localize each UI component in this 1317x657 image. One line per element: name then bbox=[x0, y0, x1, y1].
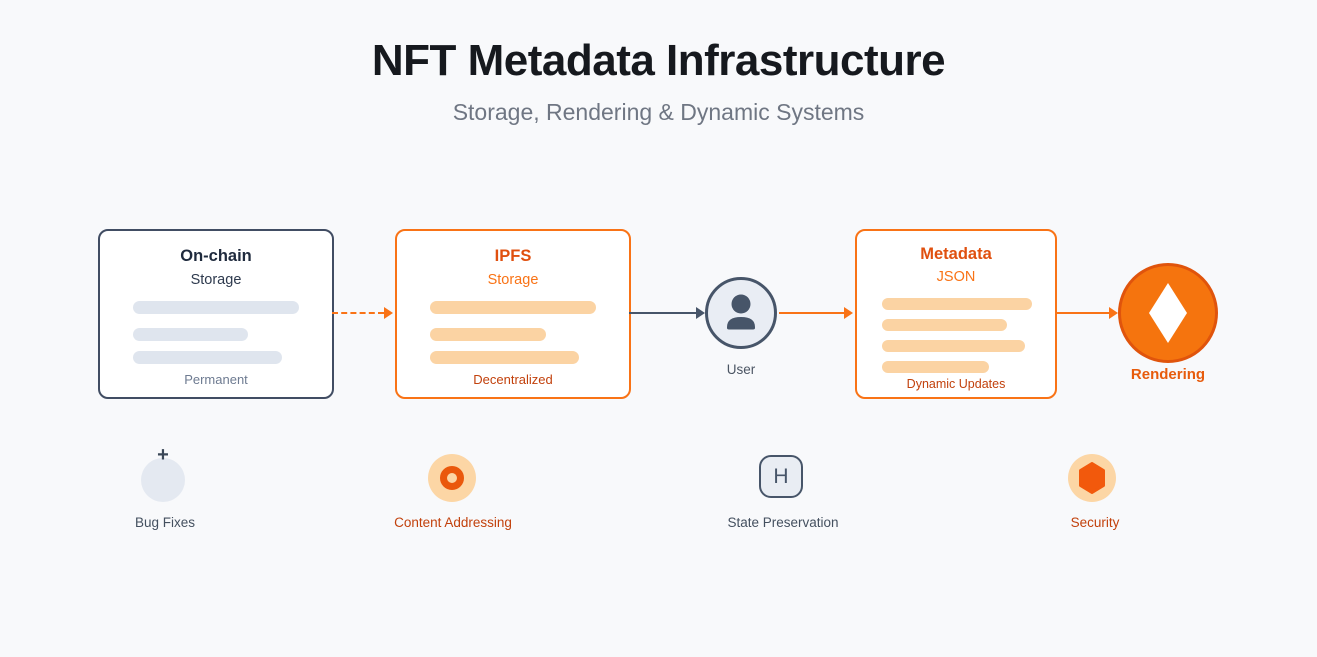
h-square-icon: H bbox=[759, 455, 803, 498]
node-subtitle: Storage bbox=[487, 272, 539, 288]
feature-label-bug-fixes: Bug Fixes bbox=[134, 515, 196, 530]
ring-icon bbox=[440, 466, 464, 490]
node-footer: Decentralized bbox=[473, 372, 553, 387]
node-footer: Permanent bbox=[184, 372, 248, 387]
node-on-chain-storage: On-chain Storage Permanent bbox=[98, 229, 334, 399]
node-title: Metadata bbox=[920, 245, 992, 263]
feature-label-state-preservation: State Preservation bbox=[727, 515, 839, 530]
user-label: User bbox=[726, 362, 756, 377]
diamond-icon bbox=[1149, 283, 1187, 343]
node-rendering bbox=[1118, 263, 1218, 363]
feature-label-security: Security bbox=[1070, 515, 1120, 530]
h-glyph: H bbox=[773, 464, 789, 488]
placeholder-bar bbox=[882, 298, 1032, 310]
rendering-label: Rendering bbox=[1130, 366, 1206, 383]
node-ipfs-storage: IPFS Storage Decentralized bbox=[395, 229, 631, 399]
hexagon-shield-icon bbox=[1079, 462, 1105, 499]
placeholder-bar bbox=[430, 301, 596, 314]
page-title: NFT Metadata Infrastructure bbox=[371, 36, 946, 85]
person-icon bbox=[727, 294, 755, 330]
feature-label-content-addressing: Content Addressing bbox=[394, 515, 512, 530]
placeholder-bar bbox=[882, 319, 1007, 331]
edge-metadata-to-rendering bbox=[1055, 312, 1110, 314]
arrowhead-icon bbox=[384, 307, 393, 319]
node-footer: Dynamic Updates bbox=[906, 377, 1006, 391]
placeholder-bar bbox=[882, 340, 1025, 352]
plus-icon: + bbox=[157, 444, 169, 466]
placeholder-bar bbox=[430, 328, 546, 341]
node-metadata-json: Metadata JSON Dynamic Updates bbox=[855, 229, 1057, 399]
node-title: IPFS bbox=[494, 247, 532, 265]
placeholder-bar bbox=[430, 351, 579, 364]
placeholder-bar bbox=[133, 351, 282, 364]
node-title: On-chain bbox=[180, 247, 252, 265]
arrowhead-icon bbox=[844, 307, 853, 319]
edge-ipfs-to-user bbox=[629, 312, 697, 314]
page-subtitle: Storage, Rendering & Dynamic Systems bbox=[452, 99, 865, 125]
bug-fixes-circle bbox=[141, 458, 185, 502]
arrowhead-icon bbox=[1109, 307, 1118, 319]
placeholder-bar bbox=[133, 301, 299, 314]
edge-user-to-metadata bbox=[779, 312, 845, 314]
node-user bbox=[705, 277, 777, 349]
placeholder-bar bbox=[133, 328, 248, 341]
placeholder-bar bbox=[882, 361, 989, 373]
node-subtitle: Storage bbox=[190, 272, 242, 288]
arrowhead-icon bbox=[696, 307, 705, 319]
node-subtitle: JSON bbox=[936, 269, 976, 285]
edge-onchain-to-ipfs bbox=[332, 312, 384, 314]
